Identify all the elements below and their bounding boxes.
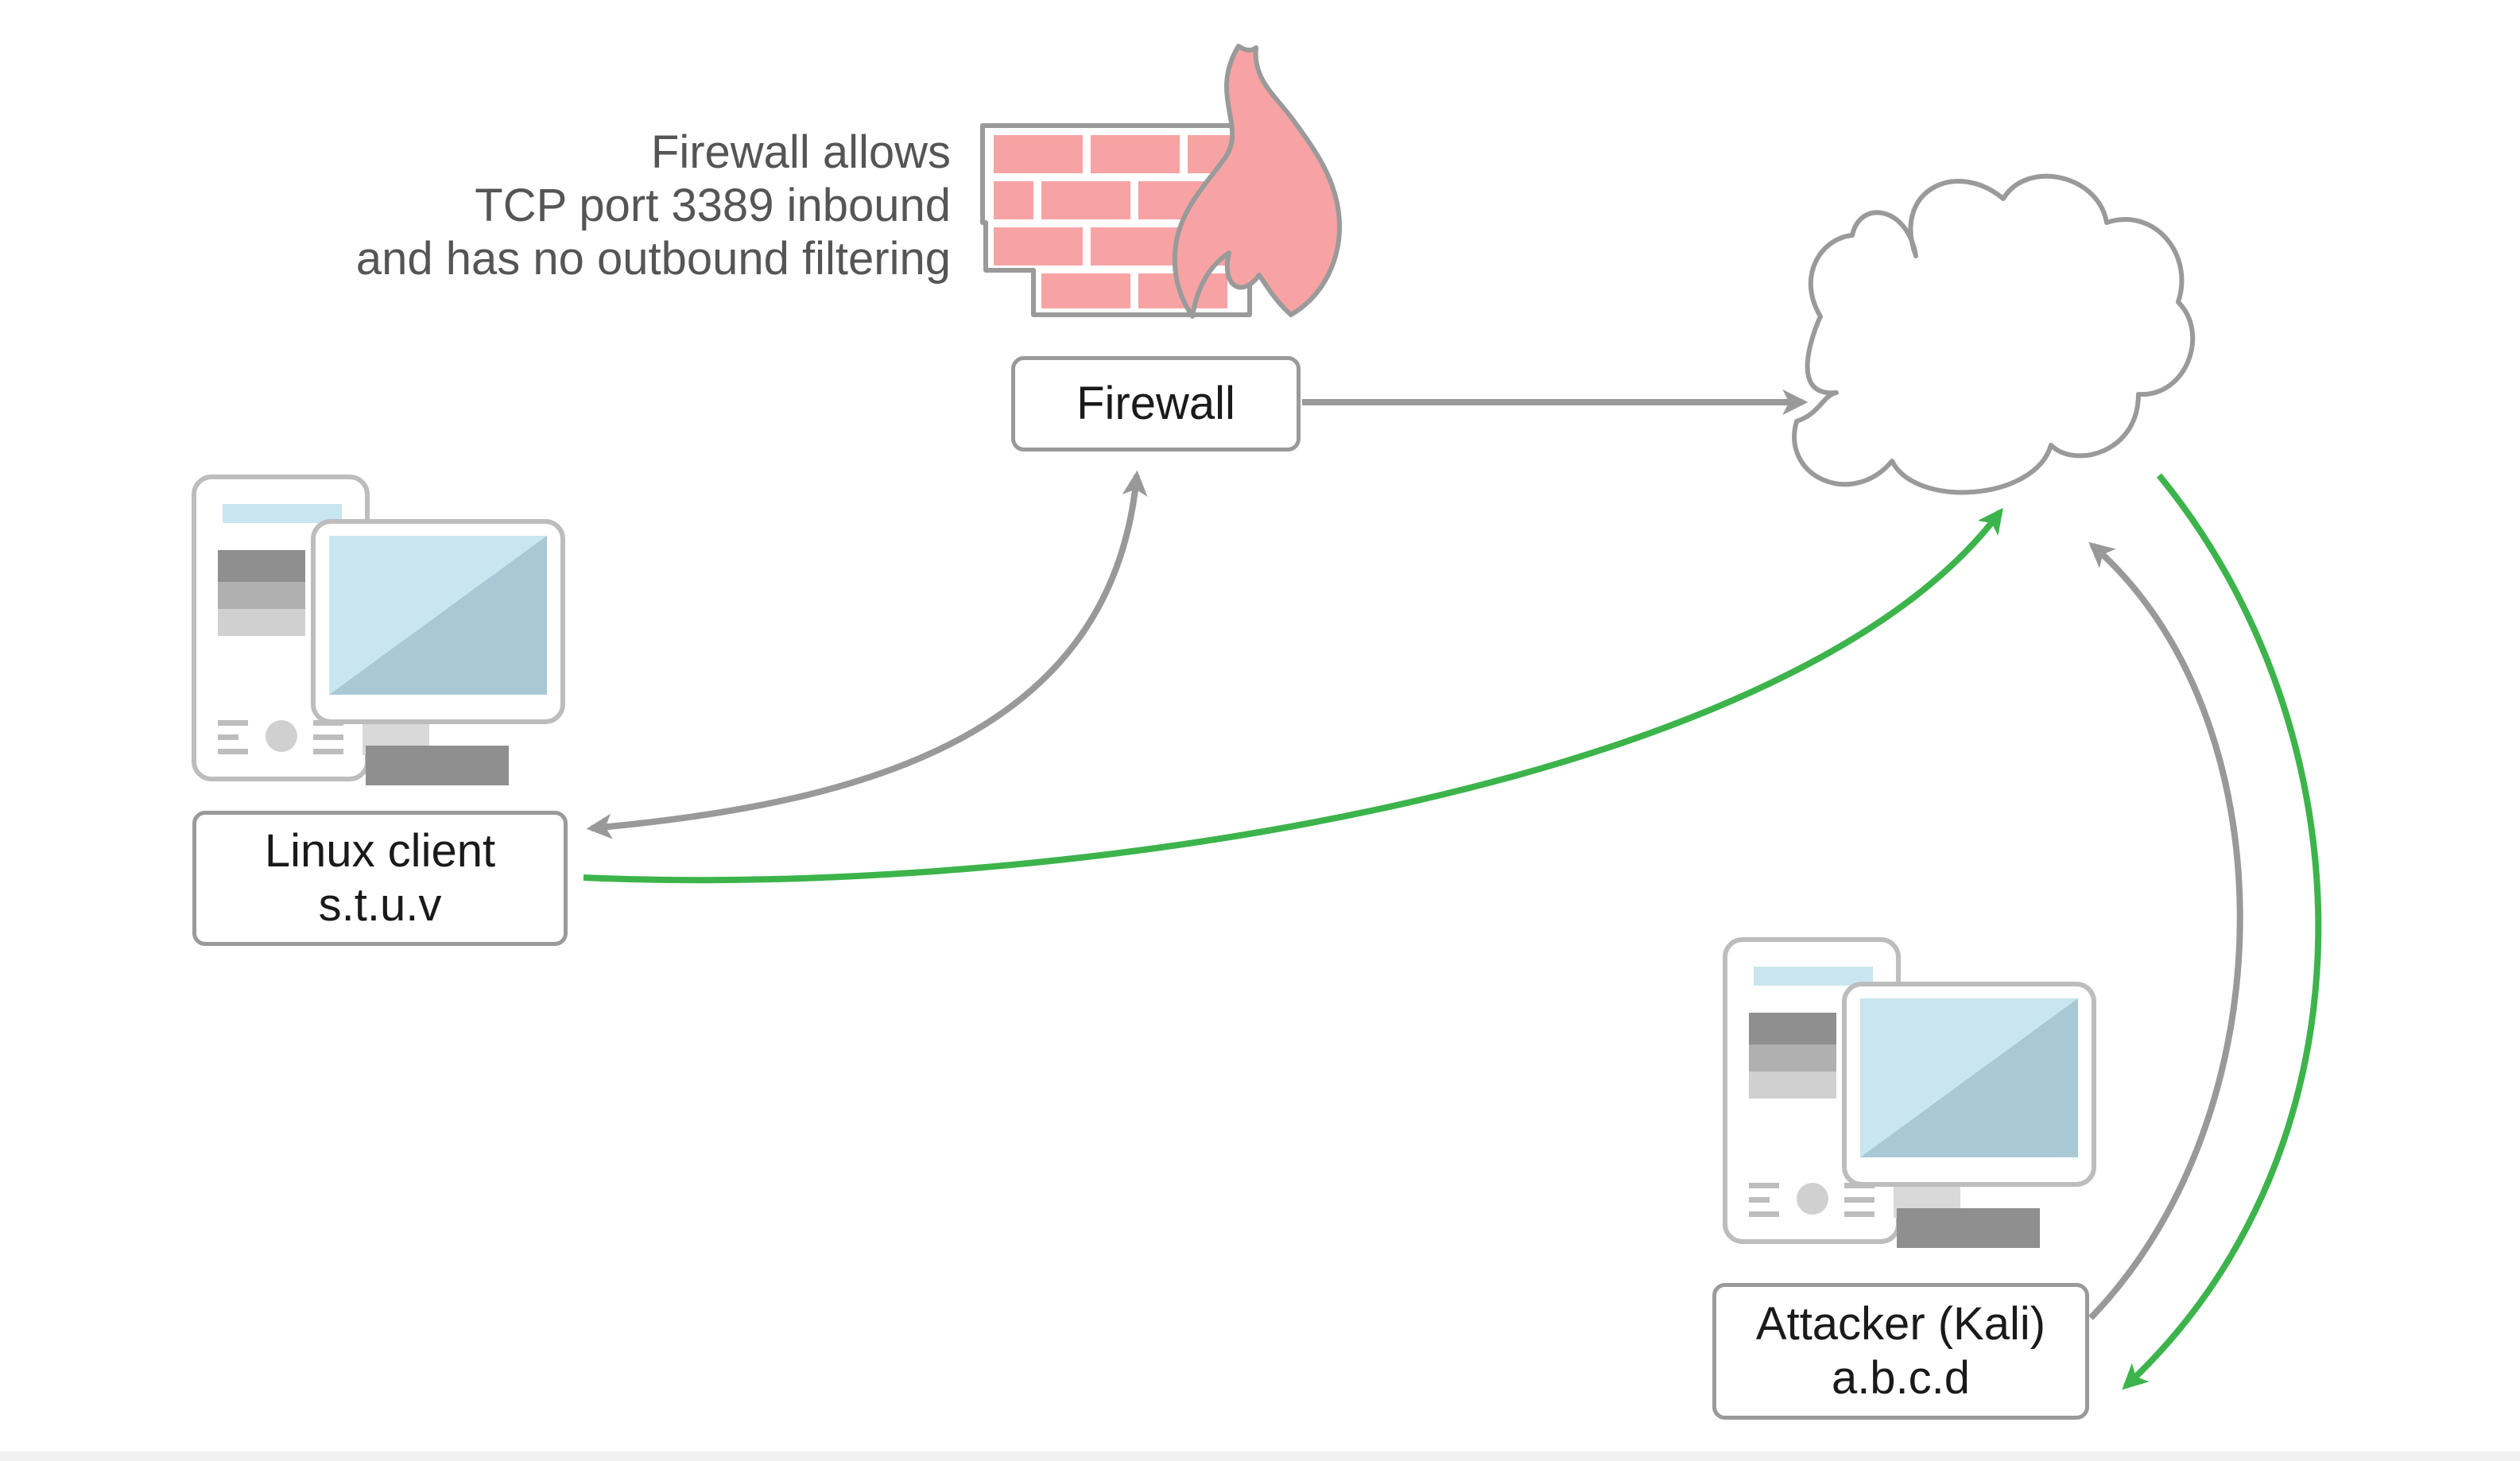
- linux-client-address: s.t.u.v: [318, 879, 442, 931]
- firewall-note-line: TCP port 3389 inbound: [475, 180, 951, 231]
- firewall-note-line: and has no outbound filtering: [355, 233, 951, 285]
- firewall-icon: [980, 44, 1342, 319]
- attacker-node[interactable]: Attacker (Kali) a.b.c.d: [1712, 1283, 2089, 1420]
- firewall-note-line: Firewall allows: [650, 126, 951, 178]
- firewall-rule-note: Firewall allows TCP port 3389 inbound an…: [356, 126, 951, 285]
- linux-client-node[interactable]: Linux client s.t.u.v: [192, 811, 568, 946]
- attacker-address: a.b.c.d: [1831, 1352, 1971, 1404]
- connector-linux-client-internet: [583, 507, 2003, 884]
- desktop-computer-icon: [192, 475, 565, 785]
- firewall-node[interactable]: Firewall: [1011, 356, 1301, 451]
- linux-client-name: Linux client: [264, 825, 496, 877]
- connector-attacker-internet: [2088, 541, 2243, 1320]
- bottom-edge-strip: [0, 1451, 2520, 1461]
- connector-internet-attacker: [2122, 473, 2322, 1390]
- cloud-icon: [1792, 173, 2196, 495]
- desktop-computer-icon: [1723, 937, 2096, 1248]
- firewall-label: Firewall: [1076, 378, 1235, 429]
- connector-linux-client-firewall: [586, 470, 1148, 839]
- attacker-name: Attacker (Kali): [1755, 1298, 2046, 1350]
